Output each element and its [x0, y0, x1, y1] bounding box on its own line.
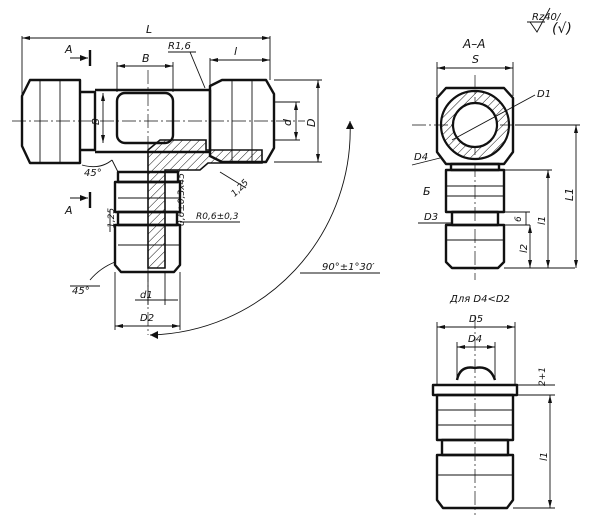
label-D4-alt: D4 [468, 334, 482, 345]
label-l1-section: l1 [537, 216, 548, 225]
dim-d: d [274, 101, 300, 141]
dim-D4-alt: D4 [456, 334, 496, 380]
label-a-top: A [64, 43, 73, 56]
dim-D5: D5 [436, 314, 516, 385]
dim-chamfer-45-bottom: 45° [70, 261, 116, 297]
main-view: A A L l R1,6 [12, 23, 380, 339]
dim-L1: L1 [515, 124, 580, 268]
dim-D3: D3 [418, 212, 452, 224]
label-L1: L1 [563, 188, 576, 201]
alt-view: Для D4<D2 D5 D4 [431, 294, 555, 515]
label-B-side: B [91, 118, 102, 125]
label-R1_6: R1,6 [168, 41, 191, 52]
label-6: 6 [514, 216, 524, 222]
label-l2: l2 [519, 244, 530, 253]
dim-B-side: B [91, 93, 105, 143]
section-bore [451, 101, 499, 149]
dim-thread-1_25-right: 1,25 [219, 171, 251, 199]
label-angle: 90°±1°30′ [322, 262, 375, 273]
leader-D1: D1 [451, 89, 551, 141]
label-thread-1_25-right: 1,25 [230, 178, 251, 199]
leader-R1_6: R1,6 [168, 41, 206, 89]
label-d1: d1 [140, 290, 153, 301]
label-l1-alt: l1 [539, 452, 550, 461]
roughness-paren: (√) [552, 21, 572, 37]
label-L: L [146, 23, 152, 36]
bottom-nipple [113, 170, 182, 274]
dim-l1-alt: l1 [513, 395, 555, 509]
section-mark-a-top: A [64, 43, 92, 66]
central-window [115, 91, 175, 145]
label-2-plus-1: 2+1 [538, 367, 548, 386]
leader-D4-section: D4 [411, 152, 441, 166]
dim-l2: l2 [504, 225, 575, 269]
label-thread-1_25-left: 1,25 [107, 208, 117, 228]
label-D1: D1 [537, 89, 551, 100]
label-S: S [472, 53, 479, 66]
label-D4-section: D4 [414, 152, 428, 163]
dim-chamfer-45-top: 45° [81, 159, 119, 179]
label-D3: D3 [424, 212, 438, 223]
dim-d1: d1 [135, 272, 178, 305]
dim-l1-section: l1 [504, 169, 552, 268]
section-mark-a-bottom: A [64, 192, 92, 217]
dim-l: l [209, 45, 270, 86]
label-a-bottom: A [64, 204, 73, 217]
body-section [147, 139, 263, 269]
label-D: D [305, 119, 318, 127]
dim-angle-90: 90°±1°30′ [149, 120, 380, 339]
section-hex-outline [435, 86, 515, 166]
label-B-top: B [142, 52, 150, 65]
label-D5: D5 [469, 314, 483, 325]
label-chamfer-0_6: 0,6±0,3x45° [177, 169, 187, 226]
roughness-label: Rz40/ [532, 12, 562, 23]
dim-2-plus-1: 2+1 [517, 367, 555, 396]
label-B-cyr: Б [423, 185, 431, 198]
section-title: А–А [462, 37, 485, 51]
label-chamfer-45-bottom: 45° [72, 286, 90, 297]
alt-view-title: Для D4<D2 [449, 294, 510, 305]
dim-6: 6 [504, 211, 530, 226]
dim-S: S [436, 53, 514, 96]
dim-B-top: B [116, 52, 174, 92]
label-D2: D2 [140, 313, 154, 324]
dim-L: L [21, 23, 271, 95]
label-radius-0_6: R0,6±0,3 [196, 212, 239, 222]
label-l: l [234, 45, 237, 58]
leader-R0_6: R0,6±0,3 [180, 212, 240, 223]
roughness-symbol: Rz40/ (√) [527, 7, 572, 37]
label-d: d [281, 118, 294, 126]
dim-D2: D2 [114, 272, 181, 330]
dim-thread-1_25-left: 1,25 [107, 208, 117, 232]
dim-D: D [274, 79, 322, 163]
label-chamfer-45-top: 45° [84, 168, 102, 179]
section-view: А–А S D1 D4 [411, 37, 580, 280]
